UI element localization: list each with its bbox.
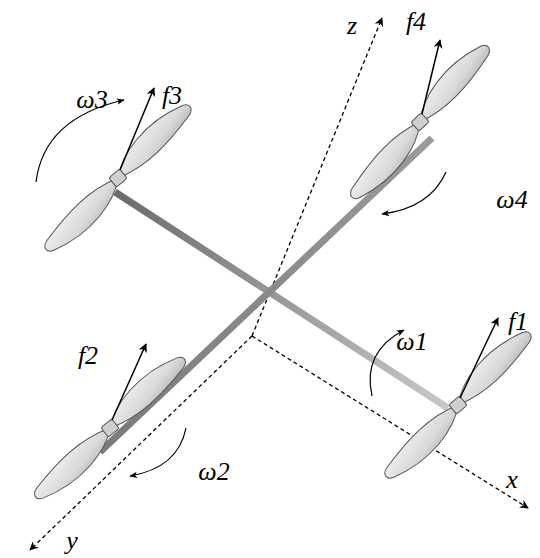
y-axis: [30, 336, 252, 550]
axis-or-rotor-label: y: [66, 528, 78, 554]
axis-or-rotor-label: x: [506, 467, 518, 493]
propeller-4: [333, 39, 507, 205]
thrust-arrow: [422, 40, 440, 114]
propeller-1: [368, 325, 540, 485]
thrust-arrow: [460, 318, 498, 398]
rotation-arrow: [382, 172, 446, 214]
axis-or-rotor-label: f1: [508, 309, 528, 335]
axis-or-rotor-label: z: [347, 13, 357, 39]
propeller-3: [28, 98, 208, 258]
axis-or-rotor-label: ω4: [496, 187, 527, 213]
propeller-2: [18, 351, 201, 506]
axis-or-rotor-label: ω3: [76, 87, 107, 113]
arm-2-4: [100, 138, 432, 452]
axis-or-rotor-label: f4: [406, 9, 426, 35]
rotation-arrow: [130, 428, 186, 476]
axis-or-rotor-label: f3: [162, 83, 182, 109]
axis-or-rotor-label: ω1: [396, 329, 427, 355]
thrust-arrow: [120, 88, 154, 170]
axis-or-rotor-label: ω2: [198, 459, 229, 485]
axis-or-rotor-label: f2: [78, 343, 98, 369]
thrust-arrow: [112, 344, 146, 420]
